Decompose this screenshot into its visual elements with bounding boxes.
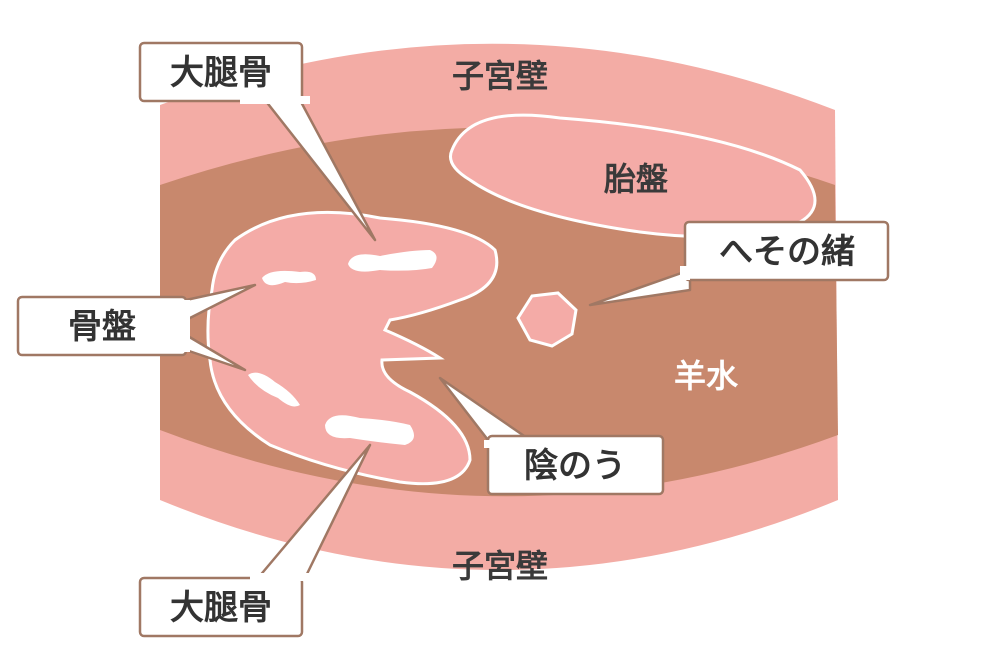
pelvis-label: 骨盤 <box>68 307 136 347</box>
callout-umbilical-box <box>683 220 890 282</box>
callout-scrotum-box <box>486 434 665 496</box>
callout-femur-top-box <box>138 41 304 103</box>
placenta-label: 胎盤 <box>603 160 668 198</box>
umbilical-cord-label: へその緒 <box>719 232 855 272</box>
umbilical-cord-shape <box>516 291 578 348</box>
femur-top-label: 大腿骨 <box>170 53 272 93</box>
callout-umbilical-cord: へその緒 <box>588 220 890 307</box>
femur-top-bone <box>348 250 437 272</box>
femur-bottom-bone <box>325 415 414 445</box>
uterine-wall-bottom-label: 子宮壁 <box>452 547 548 585</box>
amniotic-fluid-label: 羊水 <box>674 357 739 395</box>
callout-femur-bottom-box <box>138 576 304 638</box>
femur-bottom-label: 大腿骨 <box>170 588 272 628</box>
pelvis-bone-lower <box>248 372 300 407</box>
scrotum-label: 陰のう <box>524 446 626 486</box>
pelvis-bone-upper <box>262 270 316 286</box>
callout-pelvis: 骨盤 <box>16 283 257 372</box>
callout-scrotum: 陰のう <box>438 376 665 496</box>
callout-femur-bottom: 大腿骨 <box>138 443 372 638</box>
uterine-wall-top-label: 子宮壁 <box>452 57 548 95</box>
callout-femur-top: 大腿骨 <box>138 41 377 242</box>
